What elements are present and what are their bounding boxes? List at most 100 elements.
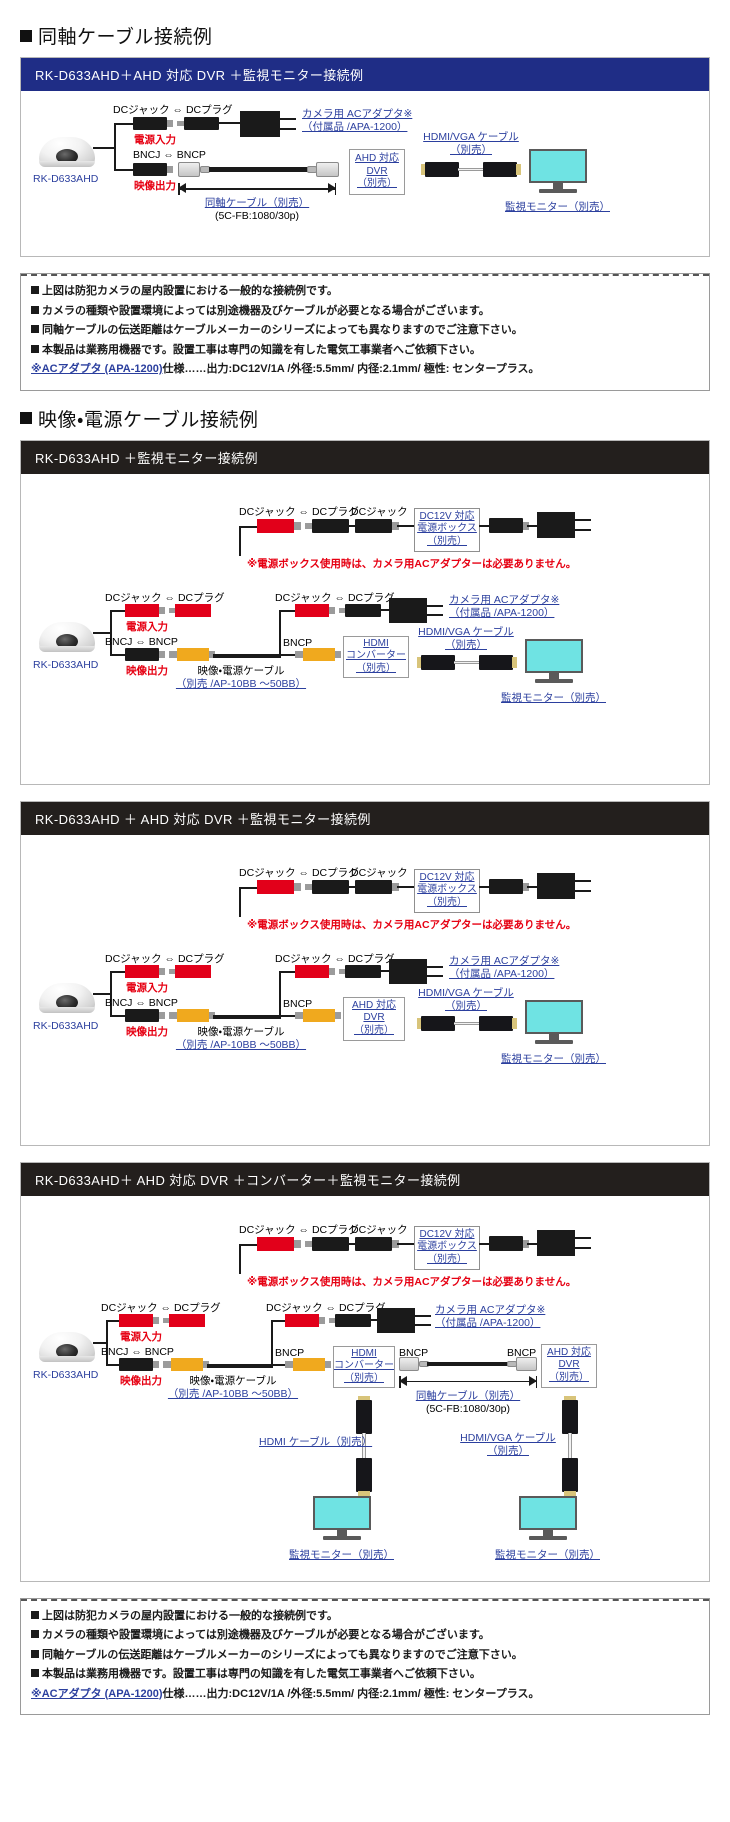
note2-line-1: 上図は防犯カメラの屋内設置における一般的な接続例です。 [31,1608,699,1625]
pb-ac-prong-bottom [575,889,591,892]
ac-adapter-4 [377,1307,431,1333]
pb-return-v-3 [239,886,241,917]
monitor-screen [529,149,587,183]
vp-vid-out-2 [279,653,297,656]
bncp-yellow-tip [295,1011,303,1019]
hdmi-right-body [479,1015,513,1031]
pb-ac-prong-top [575,518,591,521]
note-bullet-icon [31,1610,39,1619]
hdmi-vwire [568,1432,572,1459]
bncp-yellow-ring [209,650,215,658]
pb-in-wire-4 [397,1242,415,1245]
dc-jack-red-3c [295,964,335,978]
pb-lead-wire-3 [239,886,259,889]
pb-ac-prong-top [575,879,591,882]
hdmi-left-body [425,162,459,177]
bullet-square-icon [20,412,32,424]
hdmi-left-tip [417,656,422,668]
section-heading-videopower-label: 映像・電源ケーブル接続例 [38,409,259,431]
camera-base-icon [39,161,95,167]
note-spec-link[interactable]: ※ACアダプタ (APA-1200) [31,363,163,375]
dc-jack-red-body [257,879,294,894]
hdmi-conv-line3: （別売） [344,1372,384,1384]
hdmi-cable-label-left-4: HDMI ケーブル（別売） [259,1436,372,1449]
hdmi-right-body [479,654,513,670]
hdmi-conv-line3: （別売） [356,662,396,674]
dc-plug-black-body [312,518,349,533]
ac-adapter-label-3: カメラ用 ACアダプタ※ （付属品 /APA-1200） [449,955,559,981]
dc-plug-red-4b [163,1313,205,1327]
dc-plug-black-body [335,1313,371,1327]
camera-base-icon [39,645,95,652]
hdmi-converter-2: HDMI コンバーター （別売） [343,635,409,678]
note-line-2: カメラの種類や設置環境によっては別途機器及びケーブルが必要となる場合がございます… [31,303,699,320]
cam-branch-2 [110,609,112,656]
section-heading-coax: 同軸ケーブル接続例 [20,22,710,49]
ac-adapter-label-1: カメラ用 ACアダプタ※ （付属品 /APA-1200） [302,108,412,134]
ac-adapter-2 [389,597,443,623]
monitor-label-2: 監視モニター（別売） [501,692,606,705]
bncp-yellow-ring [335,1011,341,1019]
pb-ac-wire-3 [527,885,539,888]
bncp-yellow-4b [285,1357,331,1371]
hdmi-conv-line2: コンバーター [346,650,406,662]
monitor-foot [323,1535,361,1540]
camera-pigtail-wire [93,147,115,149]
monitor-device-2 [525,638,587,687]
note2-line-1-text: 上図は防犯カメラの屋内設置における一般的な接続例です。 [42,1609,338,1622]
dc-jack-red-ring [319,1316,325,1324]
video-out-label-1: 映像出力 [134,180,176,192]
bncj-bncp-label-1: BNCJ ⇔ BNCP [133,149,206,161]
dc-plug-red-tip [169,968,175,974]
panel-1-title: RK-D633AHD＋AHD 対応 DVR ＋監視モニター接続例 [21,58,709,91]
hdmi-vga-line1: HDMI/VGA ケーブル [423,131,519,143]
power-box-ac-plug-4 [537,1229,591,1256]
ac-lead-3c [379,969,391,972]
power-box-2: DC12V 対応 電源ボックス （別売） [414,507,480,552]
vp-trunk-4 [207,1363,273,1368]
cam-vid-branch-2 [110,653,126,656]
ac-adapter-line1: カメラ用 ACアダプタ※ [449,593,560,606]
pb-ac-body [537,511,575,538]
note2-spec-link[interactable]: ※ACアダプタ (APA-1200) [31,1687,163,1700]
bncj-body [133,163,167,176]
power-box-4: DC12V 対応 電源ボックス （別売） [414,1225,480,1270]
panel-coax-dvr-monitor: RK-D633AHD＋AHD 対応 DVR ＋監視モニター接続例 RK-D633… [20,57,710,257]
dc-jack-red-3 [257,879,301,894]
panel-3-body: DCジャック ⇔ DCプラグ DCジャック DC12V 対応 電源ボックス （別… [21,834,709,1145]
ac-adapter-label-line1: カメラ用 ACアダプタ※ [302,108,413,120]
bncj-ring [153,1360,159,1368]
vp-cable-label-2: 映像・電源ケーブル （別売 /AP-10BB 〜50BB） [161,665,321,691]
ac-adapter-line2: （付属品 /APA-1200） [449,967,555,980]
coax-right-sleeve [316,162,339,177]
cam-pigtail-2 [93,631,111,634]
panel-4-body: DCジャック ⇔ DCプラグ DCジャック DC12V 対応 電源ボックス （別… [21,1195,709,1581]
ahd-dvr-box-1: AHD 対応 DVR （別売） [349,149,405,195]
bncp-yellow-3b [295,1008,341,1022]
cam-vid-branch-3 [110,1014,126,1017]
video-out-label-4: 映像出力 [120,1374,162,1387]
bncp-label-4b: BNCP [399,1346,429,1359]
hdmi-bottom-body [356,1457,372,1492]
hdmi-vga-line2: （別売） [450,144,492,157]
dc-jack-label-3: DCジャック [351,866,408,879]
ahd-dvr-line1: AHD 対応 [352,999,396,1011]
coax-spec-label-4: (5C-FB:1080/30p) [425,1402,511,1415]
dc-jack-red-ring [153,1316,159,1324]
pb-out-wire-2 [479,524,491,527]
cam-branch-4 [106,1319,108,1366]
dc-jack-black-ring [392,521,399,530]
pb-ac-prong-top [575,1236,591,1239]
video-out-label-2: 映像出力 [126,664,168,677]
section-heading-coax-label: 同軸ケーブル接続例 [38,27,213,48]
coax-cable-label-text: 同軸ケーブル（別売） [415,1389,521,1402]
hdmi-cable-2 [417,654,517,670]
ac-adapter-label-line2: （付属品 /APA-1200） [302,121,408,134]
camera-base-icon [39,1006,95,1013]
dim-tick-left [399,1375,401,1388]
power-box-line3: （別売） [427,1253,467,1265]
ac-adapter-body [240,111,280,137]
coax-connector-right-1 [307,162,339,177]
vp-trunk-2 [213,653,281,658]
power-box-warning-4: ※電源ボックス使用時は、カメラ用ACアダプターは必要ありません。 [247,1275,577,1288]
